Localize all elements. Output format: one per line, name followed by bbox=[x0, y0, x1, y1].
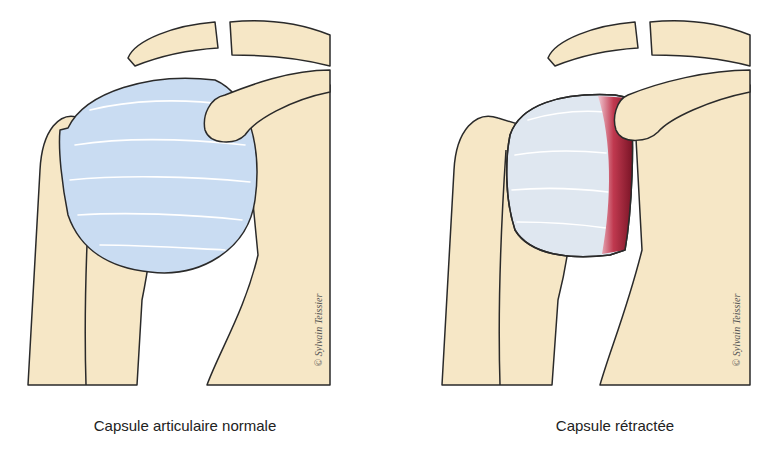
copyright-watermark: © Sylvain Teissier bbox=[731, 292, 742, 369]
panel-caption: Capsule articulaire normale bbox=[94, 417, 277, 434]
normal-shoulder bbox=[28, 21, 330, 385]
capsule-fibre bbox=[78, 214, 242, 220]
humerus-groove bbox=[499, 150, 506, 385]
coracoid bbox=[615, 70, 751, 140]
capsule-fibre bbox=[512, 188, 608, 192]
joint-capsule-outline bbox=[507, 95, 633, 257]
acromion bbox=[230, 21, 330, 66]
capsule-fibres bbox=[512, 111, 608, 228]
acromion bbox=[650, 21, 750, 66]
capsule-fibre bbox=[517, 222, 606, 228]
retracted-shoulder bbox=[442, 21, 750, 385]
clavicle bbox=[548, 22, 638, 66]
capsule-fibre bbox=[70, 177, 250, 182]
joint-capsule bbox=[507, 95, 633, 257]
coracoid bbox=[204, 70, 330, 142]
capsule-fibre bbox=[100, 245, 225, 250]
capsule-fibre bbox=[528, 111, 605, 120]
clavicle bbox=[128, 22, 218, 66]
capsule-fibre bbox=[515, 151, 606, 155]
panel-caption: Capsule rétractée bbox=[556, 417, 674, 434]
copyright-watermark: © Sylvain Teissier bbox=[313, 292, 324, 369]
